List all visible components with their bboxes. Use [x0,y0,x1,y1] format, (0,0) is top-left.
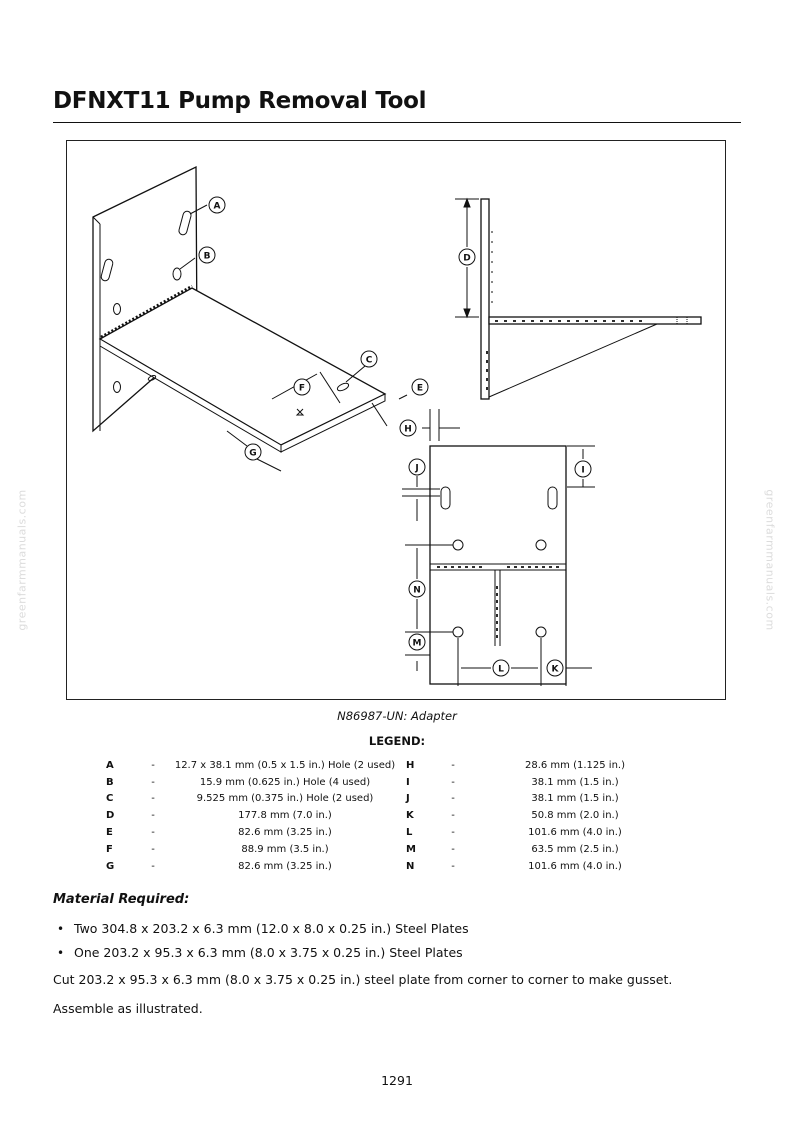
legend-cell-v2: 50.8 mm (2.0 in.) [531,810,619,822]
legend-cell-d1: - [151,860,155,872]
page-number: 1291 [381,1073,413,1088]
svg-text:F: F [299,384,305,394]
legend-cell-v1: 82.6 mm (3.25 in.) [238,860,332,872]
legend-cell-v2: 101.6 mm (4.0 in.) [528,860,622,872]
list-item: •One 203.2 x 95.3 x 6.3 mm (8.0 x 3.75 x… [55,943,469,967]
figure-caption: N86987-UN: Adapter [337,709,457,723]
legend-cell-d1: - [151,843,155,855]
legend-row: A - 12.7 x 38.1 mm (0.5 x 1.5 in.) Hole (2… [100,757,680,774]
legend-cell-k2: M [406,843,416,855]
title-divider [53,122,741,123]
legend-table: A - 12.7 x 38.1 mm (0.5 x 1.5 in.) Hole (2… [100,757,680,875]
legend-cell-k1: B [106,776,114,788]
material-list: •Two 304.8 x 203.2 x 6.3 mm (12.0 x 8.0 … [55,919,469,967]
svg-text:L: L [498,665,504,675]
watermark-right: greenfarmmanuals.com [763,489,777,631]
legend-cell-d1: - [151,827,155,839]
svg-text:I: I [581,466,584,476]
svg-text:J: J [414,464,418,474]
svg-text:A: A [214,202,221,212]
callout-F: F [293,378,311,396]
legend-row: E - 82.6 mm (3.25 in.) L - 101.6 mm (4.0 in.) [100,824,680,841]
legend-cell-v1: 15.9 mm (0.625 in.) Hole (4 used) [199,776,371,788]
svg-text:M: M [413,639,422,649]
svg-text:B: B [204,252,211,262]
legend-cell-d1: - [151,776,155,788]
legend-cell-v1: 9.525 mm (0.375 in.) Hole (2 used) [196,793,374,805]
instruction-assemble: Assemble as illustrated. [53,1001,203,1016]
callout-E: E [411,378,429,396]
legend-cell-v1: 88.9 mm (3.5 in.) [241,843,329,855]
legend-row: C - 9.525 mm (0.375 in.) Hole (2 used) J - 38… [100,791,680,808]
callout-J: J [408,458,426,476]
material-title: Material Required: [53,892,190,907]
callout-D: D [458,248,476,266]
callout-H: H [399,419,417,437]
callout-G: G [244,443,262,461]
legend-cell-v1: 12.7 x 38.1 mm (0.5 x 1.5 in.) Hole (2 u… [174,759,396,771]
page-title: DFNXT11 Pump Removal Tool [53,88,427,114]
legend-cell-d1: - [151,810,155,822]
legend-title: LEGEND: [368,734,426,748]
svg-text:N: N [413,586,421,596]
watermark-left: greenfarmmanuals.com [15,489,29,631]
legend-cell-k1: G [106,860,115,872]
legend-cell-k1: C [106,793,114,805]
svg-text:K: K [552,665,560,675]
legend-cell-k2: N [406,860,415,872]
svg-text:G: G [249,449,256,459]
callout-labels: A B C D E F G H I J K L M N [198,196,592,677]
callout-B: B [198,246,216,264]
legend-row: F - 88.9 mm (3.5 in.) M - 63.5 mm (2.5 in.) [100,841,680,858]
legend-cell-v2: 101.6 mm (4.0 in.) [528,827,622,839]
legend-cell-v2: 38.1 mm (1.5 in.) [531,793,619,805]
legend-cell-d1: - [151,759,155,771]
callout-K: K [546,659,564,677]
callout-L: L [492,659,510,677]
front-view [402,409,595,686]
callout-N: N [408,580,426,598]
legend-cell-k1: E [106,827,113,839]
side-view [455,197,702,400]
callout-A: A [208,196,226,214]
legend-cell-d2: - [451,793,455,805]
legend-cell-k2: K [406,810,414,822]
legend-cell-k2: I [406,776,410,788]
bullet-icon: • [57,922,65,936]
svg-text:D: D [463,254,470,264]
legend-cell-k2: J [406,793,410,805]
legend-cell-k1: F [106,843,113,855]
legend-row: G - 82.6 mm (3.25 in.) N - 101.6 mm (4.0 in.) [100,858,680,875]
legend-cell-d2: - [451,827,455,839]
adapter-figure: A B C D E F G H I J K L M N [66,140,726,700]
isometric-view [92,165,408,472]
legend-cell-v2: 28.6 mm (1.125 in.) [524,759,625,771]
instruction-cut: Cut 203.2 x 95.3 x 6.3 mm (8.0 x 3.75 x … [53,972,673,987]
legend-cell-d1: - [151,793,155,805]
legend-row: D - 177.8 mm (7.0 in.) K - 50.8 mm (2.0 in.) [100,807,680,824]
legend-cell-k2: H [406,759,415,771]
legend-cell-v1: 82.6 mm (3.25 in.) [238,827,332,839]
legend-cell-k2: L [406,827,413,839]
list-item: •Two 304.8 x 203.2 x 6.3 mm (12.0 x 8.0 … [55,919,469,943]
legend-cell-k1: D [106,810,115,822]
legend-cell-d2: - [451,860,455,872]
callout-C: C [360,350,378,368]
legend-cell-k1: A [106,759,114,771]
callout-I: I [574,460,592,478]
legend-row: B - 15.9 mm (0.625 in.) Hole (4 used) I - 38.… [100,774,680,791]
legend-cell-v2: 63.5 mm (2.5 in.) [531,843,619,855]
legend-cell-d2: - [451,759,455,771]
legend-cell-d2: - [451,810,455,822]
bullet-icon: • [57,946,65,960]
legend-cell-v1: 177.8 mm (7.0 in.) [238,810,332,822]
svg-text:E: E [417,384,423,394]
legend-cell-d2: - [451,843,455,855]
svg-text:C: C [366,356,373,366]
legend-cell-v2: 38.1 mm (1.5 in.) [531,776,619,788]
callout-M: M [408,633,426,651]
svg-text:H: H [404,425,412,435]
legend-cell-d2: - [451,776,455,788]
adapter-drawing: A B C D E F G H I J K L M N [92,165,702,686]
